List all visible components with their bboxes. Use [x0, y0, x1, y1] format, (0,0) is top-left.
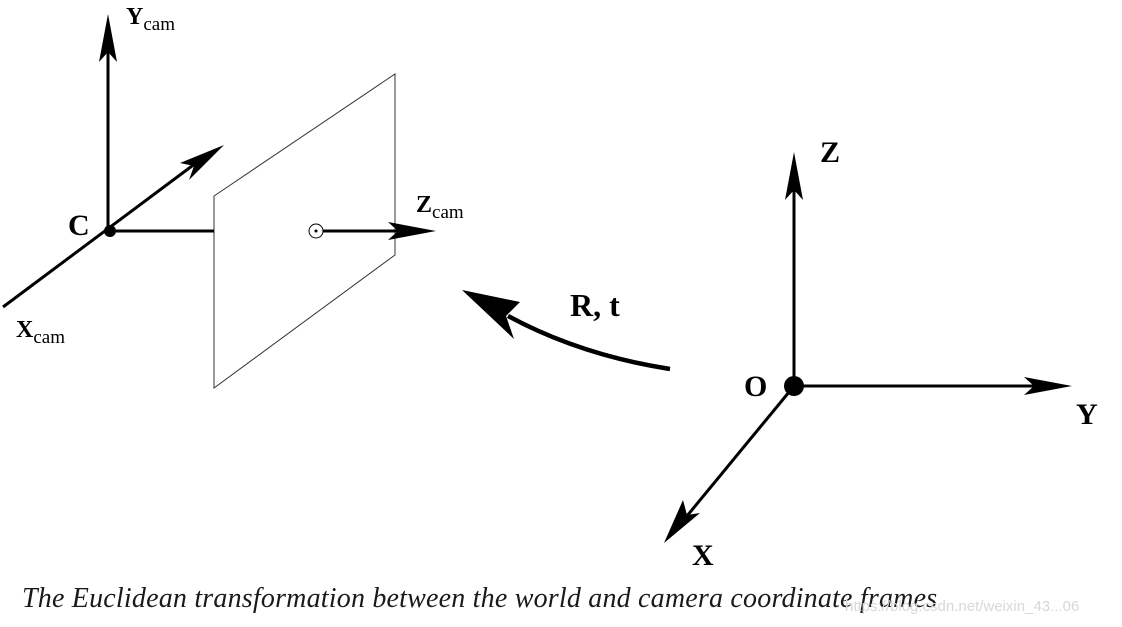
camera-y-label: Ycam [126, 4, 175, 35]
world-z-label: Z [820, 136, 840, 169]
figure-caption: The Euclidean transformation between the… [22, 583, 938, 614]
camera-center-label: C [68, 209, 90, 242]
principal-point-dot [314, 229, 318, 233]
world-z-arrowhead [785, 152, 803, 200]
camera-x-axis [2, 158, 201, 309]
world-x-axis [680, 385, 796, 523]
camera-z-label: Zcam [416, 192, 464, 223]
camera-z-arrowhead [388, 222, 436, 240]
transform-arrowhead [462, 290, 520, 339]
camera-x-arrowhead [180, 145, 224, 180]
watermark-text: https://blog.csdn.net/weixin_43...06 [845, 598, 1080, 615]
world-y-arrowhead [1024, 377, 1072, 395]
camera-y-arrowhead [99, 14, 117, 62]
world-y-label: Y [1076, 398, 1098, 431]
transform-label: R, t [570, 287, 620, 323]
image-plane [213, 73, 396, 389]
camera-x-label: Xcam [16, 317, 65, 348]
world-origin-label: O [744, 370, 767, 403]
transform-arrow-curve [506, 314, 671, 372]
camera-center-dot [104, 225, 116, 237]
world-x-label: X [692, 539, 714, 572]
world-x-arrowhead [664, 500, 700, 543]
world-origin-dot [784, 376, 804, 396]
